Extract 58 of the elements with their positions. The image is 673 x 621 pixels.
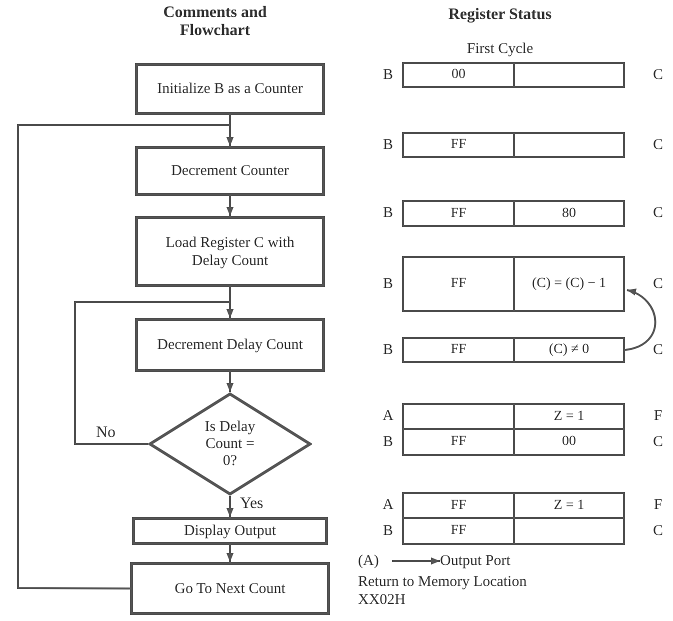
process-box: Display Output <box>132 517 328 545</box>
empty-register-cell <box>513 132 625 158</box>
register-cell: FF <box>402 256 515 312</box>
register-name: C <box>652 522 664 540</box>
register-cell: FF <box>402 337 515 363</box>
register-cell: Z = 1 <box>513 492 625 519</box>
register-name: B <box>382 275 394 293</box>
heading: Comments and Flowchart <box>162 4 268 40</box>
register-name: B <box>382 522 394 540</box>
process-box: Decrement Counter <box>135 146 325 196</box>
register-cell: FF <box>402 517 515 545</box>
register-name: B <box>382 66 394 84</box>
heading: Register Status <box>447 6 553 24</box>
register-cell: Z = 1 <box>513 403 625 430</box>
process-box: Decrement Delay Count <box>135 318 325 372</box>
register-name: F <box>652 496 664 514</box>
subheading: First Cycle <box>466 40 534 58</box>
arrow <box>226 545 234 562</box>
arrow <box>17 124 234 590</box>
register-name: C <box>652 433 664 451</box>
arrow <box>392 557 440 565</box>
text: Output Port <box>440 551 550 571</box>
arrow <box>624 289 656 351</box>
register-cell: FF <box>402 200 515 227</box>
process-box: Go To Next Count <box>130 562 330 615</box>
arrow <box>226 196 234 216</box>
register-name: C <box>652 341 664 359</box>
arrow <box>74 301 234 445</box>
register-name: B <box>382 341 394 359</box>
decision-text: Is Delay Count = 0? <box>204 418 256 470</box>
register-cell: FF <box>402 132 515 158</box>
register-cell: FF <box>402 492 515 519</box>
text: (A) <box>358 551 392 571</box>
register-name: A <box>382 496 394 514</box>
register-cell: 80 <box>513 200 625 227</box>
register-name: C <box>652 204 664 222</box>
register-name: B <box>382 433 394 451</box>
register-name: A <box>382 407 394 425</box>
register-cell: (C) ≠ 0 <box>513 337 625 363</box>
register-cell: FF <box>402 428 515 456</box>
register-name: C <box>652 275 664 293</box>
register-name: C <box>652 66 664 84</box>
process-box: Initialize B as a Counter <box>135 63 325 115</box>
process-box: Load Register C with Delay Count <box>135 216 325 287</box>
empty-register-cell <box>513 62 625 88</box>
register-cell: (C) = (C) − 1 <box>513 256 625 312</box>
register-name: B <box>382 204 394 222</box>
note: Return to Memory Location XX02H <box>358 573 528 609</box>
empty-register-cell <box>513 517 625 545</box>
register-name: F <box>652 407 664 425</box>
arrow <box>226 496 234 517</box>
register-name: C <box>652 136 664 154</box>
arrow <box>226 372 234 392</box>
register-name: B <box>382 136 394 154</box>
register-cell: 00 <box>402 62 515 88</box>
decision-diamond <box>148 392 312 496</box>
register-cell: 00 <box>513 428 625 456</box>
empty-register-cell <box>402 403 515 430</box>
